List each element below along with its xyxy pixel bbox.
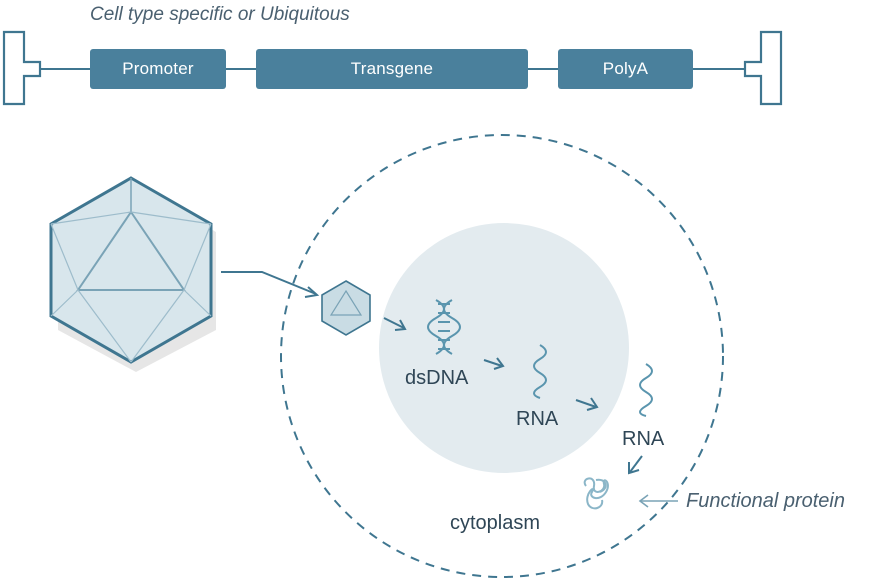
rna-nucleus-label: RNA — [516, 408, 559, 430]
dsdna-label: dsDNA — [405, 367, 469, 389]
arrow-icon — [629, 455, 643, 473]
dsdna-helix-icon — [427, 299, 461, 355]
cell-membrane — [280, 134, 724, 578]
arrowhead-icon — [394, 319, 407, 331]
entry-arrow-icon — [221, 271, 317, 295]
rna-strand-icon — [533, 344, 547, 399]
arrowhead-icon — [586, 397, 599, 411]
construct-caption: Cell type specific or Ubiquitous — [90, 4, 350, 25]
rna-strand-cytoplasm-icon — [639, 363, 653, 417]
cytoplasm-label: cytoplasm — [450, 512, 541, 534]
functional-protein-label: Functional protein — [686, 490, 845, 512]
arrow-icon — [483, 359, 503, 367]
arrowhead-icon — [628, 462, 640, 475]
nucleus — [379, 223, 629, 473]
polya-block: PolyA — [558, 49, 693, 89]
protein-icon — [583, 477, 609, 510]
rna-cytoplasm-label: RNA — [622, 428, 665, 450]
arrow-icon — [575, 399, 597, 408]
arrowhead-icon — [493, 357, 505, 370]
promoter-block: Promoter — [90, 49, 226, 89]
transgene-block: Transgene — [256, 49, 528, 89]
left-itr-bracket — [2, 30, 42, 106]
arrow-icon — [383, 317, 405, 329]
right-itr-bracket — [743, 30, 783, 106]
arrowhead-icon — [638, 494, 649, 508]
aav-capsid-small-icon — [321, 280, 371, 336]
arrowhead-icon — [304, 286, 320, 298]
aav-capsid-large-icon — [49, 176, 216, 372]
